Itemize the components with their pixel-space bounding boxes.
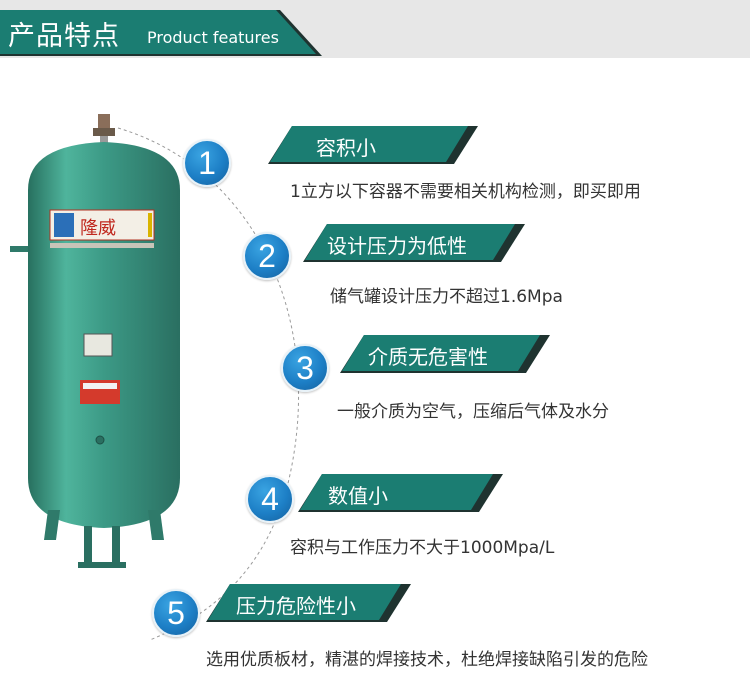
feature-title-2: 设计压力为低性 xyxy=(327,234,467,258)
section-subtitle: Product features xyxy=(147,28,279,47)
feature-number-2: 2 xyxy=(243,232,291,280)
feature-badge-5: 压力危险性小 xyxy=(206,584,411,622)
feature-number-5: 5 xyxy=(152,589,200,637)
feature-badge-3: 介质无危害性 xyxy=(340,335,550,373)
feature-desc-1: 1立方以下容器不需要相关机构检测，即买即用 xyxy=(290,182,641,202)
air-tank-illustration: 隆威 xyxy=(10,114,180,568)
section-title: 产品特点 xyxy=(8,21,120,52)
feature-desc-2: 储气罐设计压力不超过1.6Mpa xyxy=(330,287,563,307)
section-header: 产品特点 Product features xyxy=(0,0,750,58)
feature-title-4: 数值小 xyxy=(328,484,388,508)
feature-number-1: 1 xyxy=(183,139,231,187)
feature-number-3: 3 xyxy=(281,344,329,392)
feature-title-5: 压力危险性小 xyxy=(236,594,356,618)
header-band xyxy=(0,10,322,56)
feature-desc-4: 容积与工作压力不大于1000Mpa/L xyxy=(290,538,555,558)
tank-brand-label: 隆威 xyxy=(80,218,116,239)
feature-badge-4: 数值小 xyxy=(298,474,503,512)
feature-title-3: 介质无危害性 xyxy=(368,345,488,369)
feature-desc-3: 一般介质为空气，压缩后气体及水分 xyxy=(337,402,609,422)
feature-title-1: 容积小 xyxy=(316,136,376,160)
feature-number-4: 4 xyxy=(246,475,294,523)
feature-badge-2: 设计压力为低性 xyxy=(303,224,525,262)
feature-badge-1: 容积小 xyxy=(268,126,478,164)
feature-desc-5: 选用优质板材，精湛的焊接技术，杜绝焊接缺陷引发的危险 xyxy=(206,650,648,670)
